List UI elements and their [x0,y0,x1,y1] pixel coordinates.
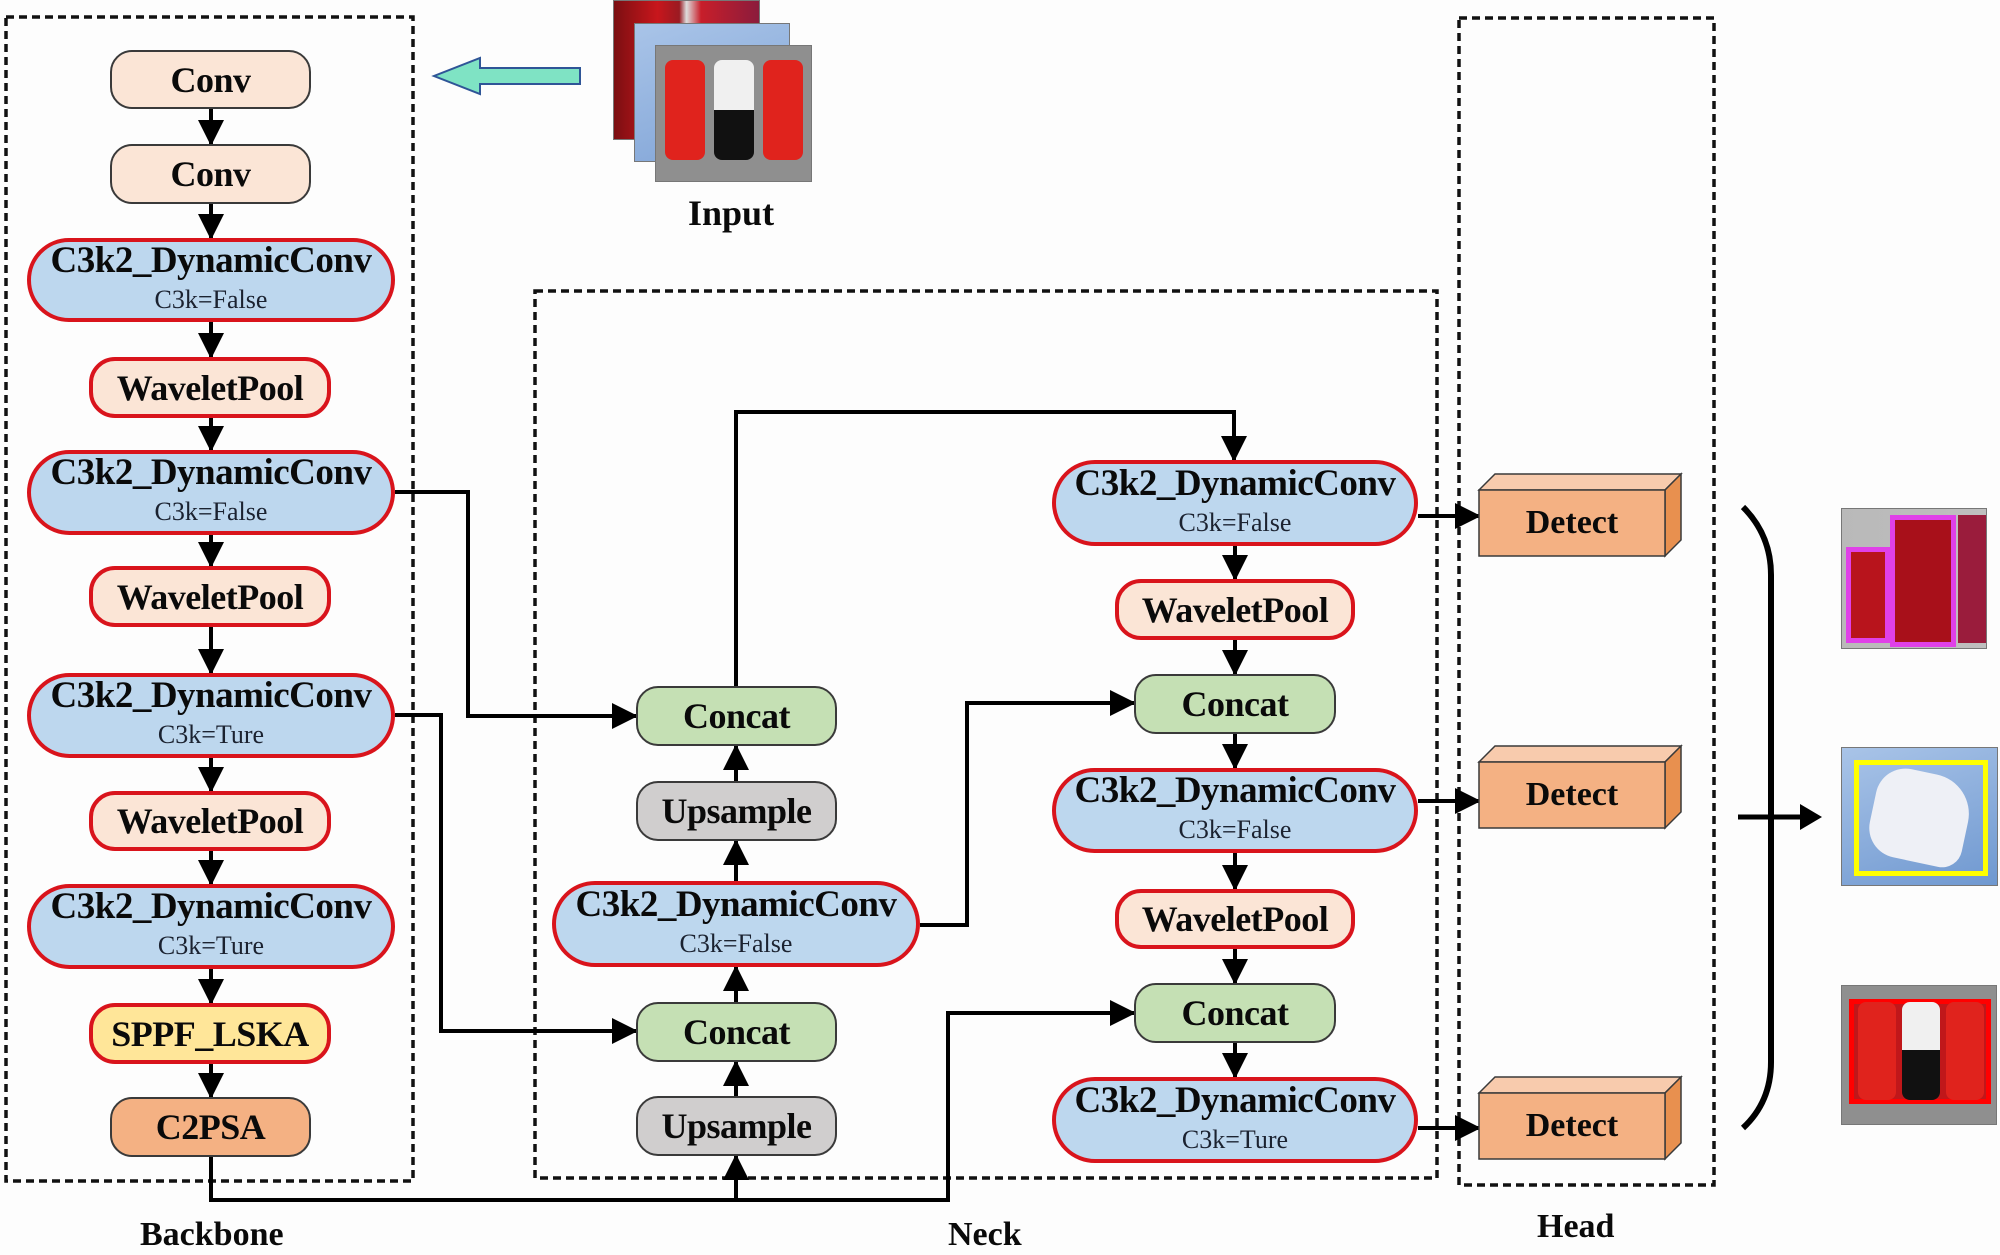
backbone-node-wpool: WaveletPool [89,357,331,418]
node-title: Conv [170,59,251,100]
node-title: C3k2_DynamicConv [1074,1079,1396,1121]
skip-connection-p3 [395,490,638,729]
neck-node-wpool: WaveletPool [1115,889,1355,949]
backbone-label: Backbone [140,1216,284,1253]
node-title: SPPF_LSKA [111,1013,309,1054]
node-title: WaveletPool [116,576,304,617]
neck-node-concat: Concat [636,1002,837,1062]
head-detect-label: Detect [1525,776,1619,813]
wires [198,109,1481,1202]
backbone-node-sppf: SPPF_LSKA [89,1003,331,1064]
neck-node-upsample: Upsample [636,781,837,841]
node-title: WaveletPool [116,367,304,408]
node-param: C3k=Ture [1181,1124,1289,1154]
node-param: C3k=False [1178,507,1292,537]
node-title: C3k2_DynamicConv [1074,770,1396,811]
concat-to-c3k2 [734,410,1247,686]
input-image-batteries [655,45,812,182]
node-title: C3k2_DynamicConv [50,239,372,281]
node-param: C3k=False [154,284,268,314]
node-title: WaveletPool [116,801,304,841]
neck-node-concat: Concat [636,686,837,746]
node-param: C3k=False [679,928,793,958]
neck-node-wpool: WaveletPool [1115,579,1355,640]
node-title: C3k2_DynamicConv [50,452,372,493]
node-title: Concat [1181,684,1290,724]
c2psa-bus [209,1000,1136,1202]
node-title: WaveletPool [1141,899,1329,939]
neck-node-concat: Concat [1134,674,1336,734]
detect-block-icon [1477,472,1683,558]
neck-container [533,289,1439,1180]
node-title: WaveletPool [1141,589,1329,630]
backbone-node-c2psa: C2PSA [110,1097,311,1157]
node-title: C2PSA [155,1107,266,1147]
input-arrow-icon [431,56,581,96]
neck-label: Neck [948,1216,1022,1253]
neck-node-upsample: Upsample [636,1096,837,1156]
node-title: Concat [1181,993,1290,1033]
node-title: Upsample [661,791,812,831]
backbone-node-conv: Conv [110,50,311,109]
head-detect-label: Detect [1525,504,1619,541]
head-label: Head [1537,1208,1615,1245]
skip-connection-p4 [395,713,638,1044]
backbone-node-wpool: WaveletPool [89,791,331,851]
node-title: Concat [683,696,791,736]
output-image-cans [1841,508,1987,649]
output-image-mask [1841,747,1998,886]
node-title: Concat [683,1012,791,1052]
node-title: C3k2_DynamicConv [575,883,897,925]
node-param: C3k=False [154,497,268,526]
c3k2-to-concat [920,690,1136,927]
output-image-batteries [1841,985,1997,1125]
backbone-node-conv: Conv [110,144,311,204]
head-container [1457,16,1716,1187]
detect-block-icon [1477,744,1683,830]
node-title: C3k2_DynamicConv [50,675,372,716]
node-title: C3k2_DynamicConv [1074,462,1396,504]
node-title: Upsample [661,1106,812,1146]
node-param: C3k=Ture [157,720,265,749]
node-param: C3k=Ture [157,931,265,960]
node-param: C3k=False [1178,815,1292,844]
backbone-node-wpool: WaveletPool [89,566,331,627]
neck-node-concat: Concat [1134,983,1336,1043]
input-label: Input [688,193,775,233]
detect-block-icon [1477,1075,1683,1161]
node-title: Conv [170,154,251,194]
head-detect-label: Detect [1525,1107,1619,1144]
node-title: C3k2_DynamicConv [50,886,372,927]
